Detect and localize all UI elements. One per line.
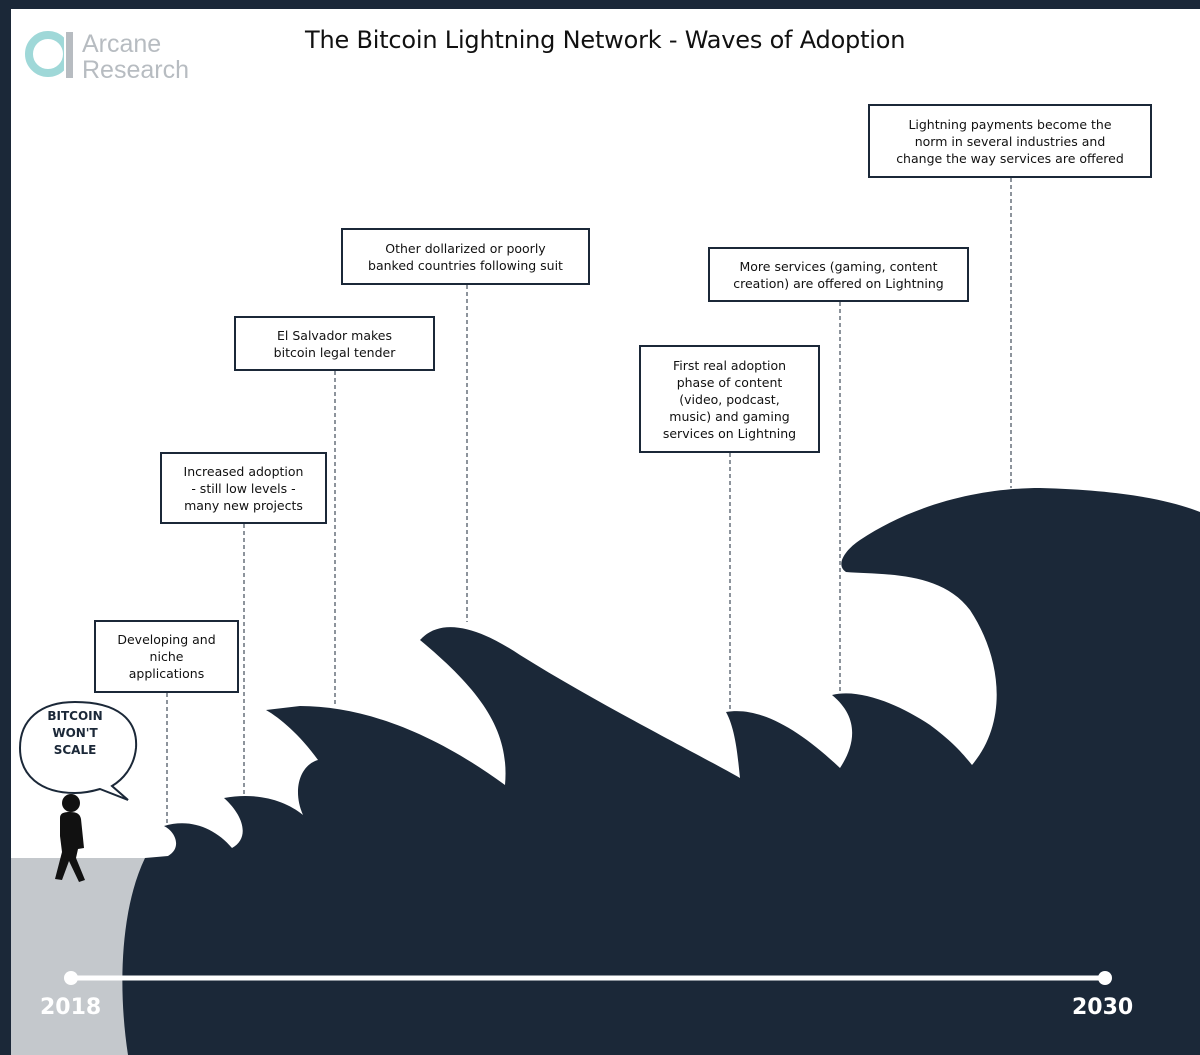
wave-body: [122, 488, 1200, 1055]
timeline-end-label: 2030: [1072, 995, 1134, 1020]
timeline-start-dot: [64, 971, 78, 985]
timeline: [64, 971, 1112, 985]
speech-bubble-text: BITCOIN WON'T SCALE: [47, 709, 103, 757]
leader-lines: [166, 178, 1012, 824]
page-title: The Bitcoin Lightning Network - Waves of…: [305, 26, 906, 54]
timeline-end-dot: [1098, 971, 1112, 985]
logo-icon: [25, 30, 73, 78]
milestone-increased-adoption: Increased adoption - still low levels - …: [160, 452, 327, 524]
timeline-start-label: 2018: [40, 995, 102, 1020]
milestone-el-salvador: El Salvador makes bitcoin legal tender: [234, 316, 435, 371]
milestone-developing: Developing and niche applications: [94, 620, 239, 693]
milestone-content-gaming: First real adoption phase of content (vi…: [639, 345, 820, 453]
person-icon: [55, 794, 85, 882]
speech-bubble: [18, 700, 138, 801]
logo-text: Arcane Research: [82, 30, 189, 84]
milestone-lightning-norm: Lightning payments become the norm in se…: [868, 104, 1152, 178]
milestone-more-services: More services (gaming, content creation)…: [708, 247, 969, 302]
milestone-other-countries: Other dollarized or poorly banked countr…: [341, 228, 590, 285]
